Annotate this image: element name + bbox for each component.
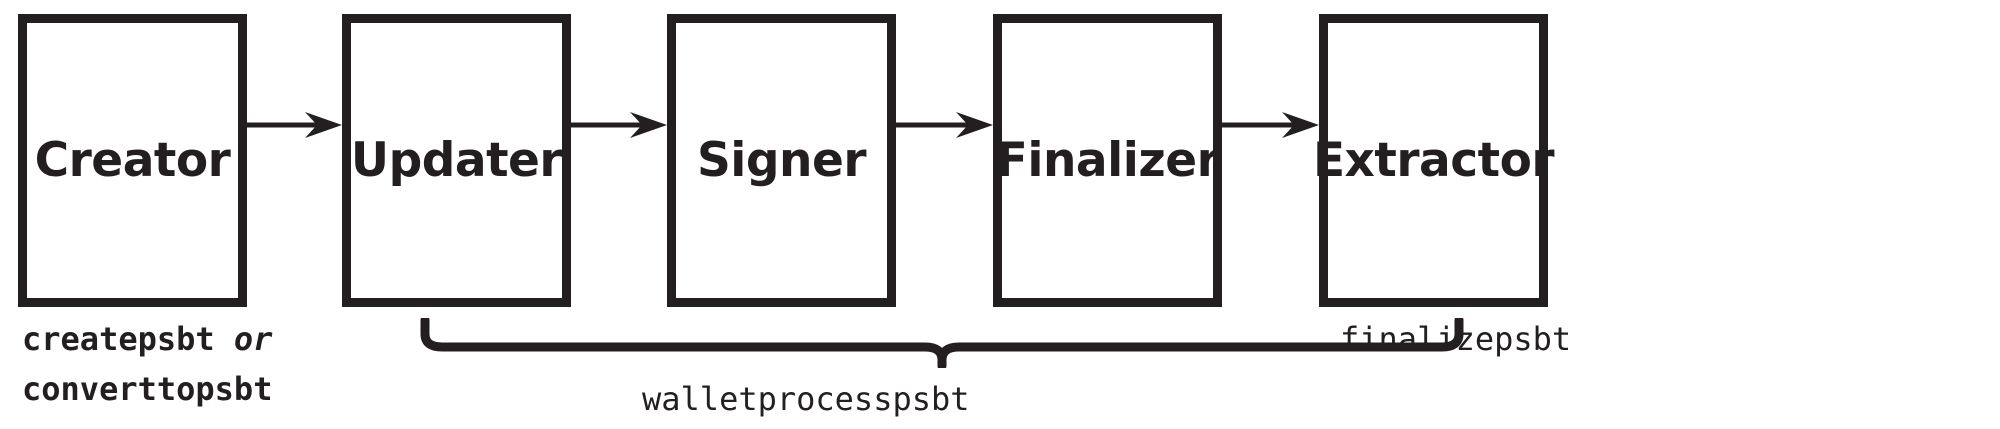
- node-creator-label: Creator: [34, 133, 231, 188]
- node-finalizer[interactable]: Finalizer: [993, 14, 1222, 307]
- arrow-signer-to-finalizer: [896, 105, 993, 145]
- node-extractor[interactable]: Extractor: [1313, 14, 1555, 307]
- node-updater[interactable]: Updater: [342, 14, 571, 307]
- annotation-creator: createpsbt or converttopsbt: [22, 315, 272, 414]
- annotation-walletprocesspsbt: walletprocesspsbt: [642, 375, 970, 425]
- annotation-creator-command-1: createpsbt: [22, 320, 215, 358]
- annotation-creator-line-1: createpsbt or: [22, 315, 272, 365]
- arrow-creator-to-updater: [247, 105, 342, 145]
- node-extractor-label: Extractor: [1312, 133, 1555, 188]
- annotation-walletprocesspsbt-label: walletprocesspsbt: [642, 380, 970, 418]
- node-signer[interactable]: Signer: [667, 14, 896, 307]
- node-signer-label: Signer: [696, 133, 867, 188]
- node-finalizer-label: Finalizer: [995, 133, 1220, 188]
- annotation-extractor-label: finalizepsbt: [1340, 320, 1572, 358]
- node-creator[interactable]: Creator: [18, 14, 247, 307]
- group-brace: [418, 318, 1466, 368]
- annotation-extractor: finalizepsbt: [1340, 315, 1571, 365]
- node-updater-label: Updater: [350, 133, 563, 188]
- arrow-updater-to-signer: [571, 105, 667, 145]
- arrow-finalizer-to-extractor: [1222, 105, 1319, 145]
- annotation-creator-line-2: converttopsbt: [22, 369, 273, 408]
- annotation-creator-conjunction: or: [233, 320, 273, 358]
